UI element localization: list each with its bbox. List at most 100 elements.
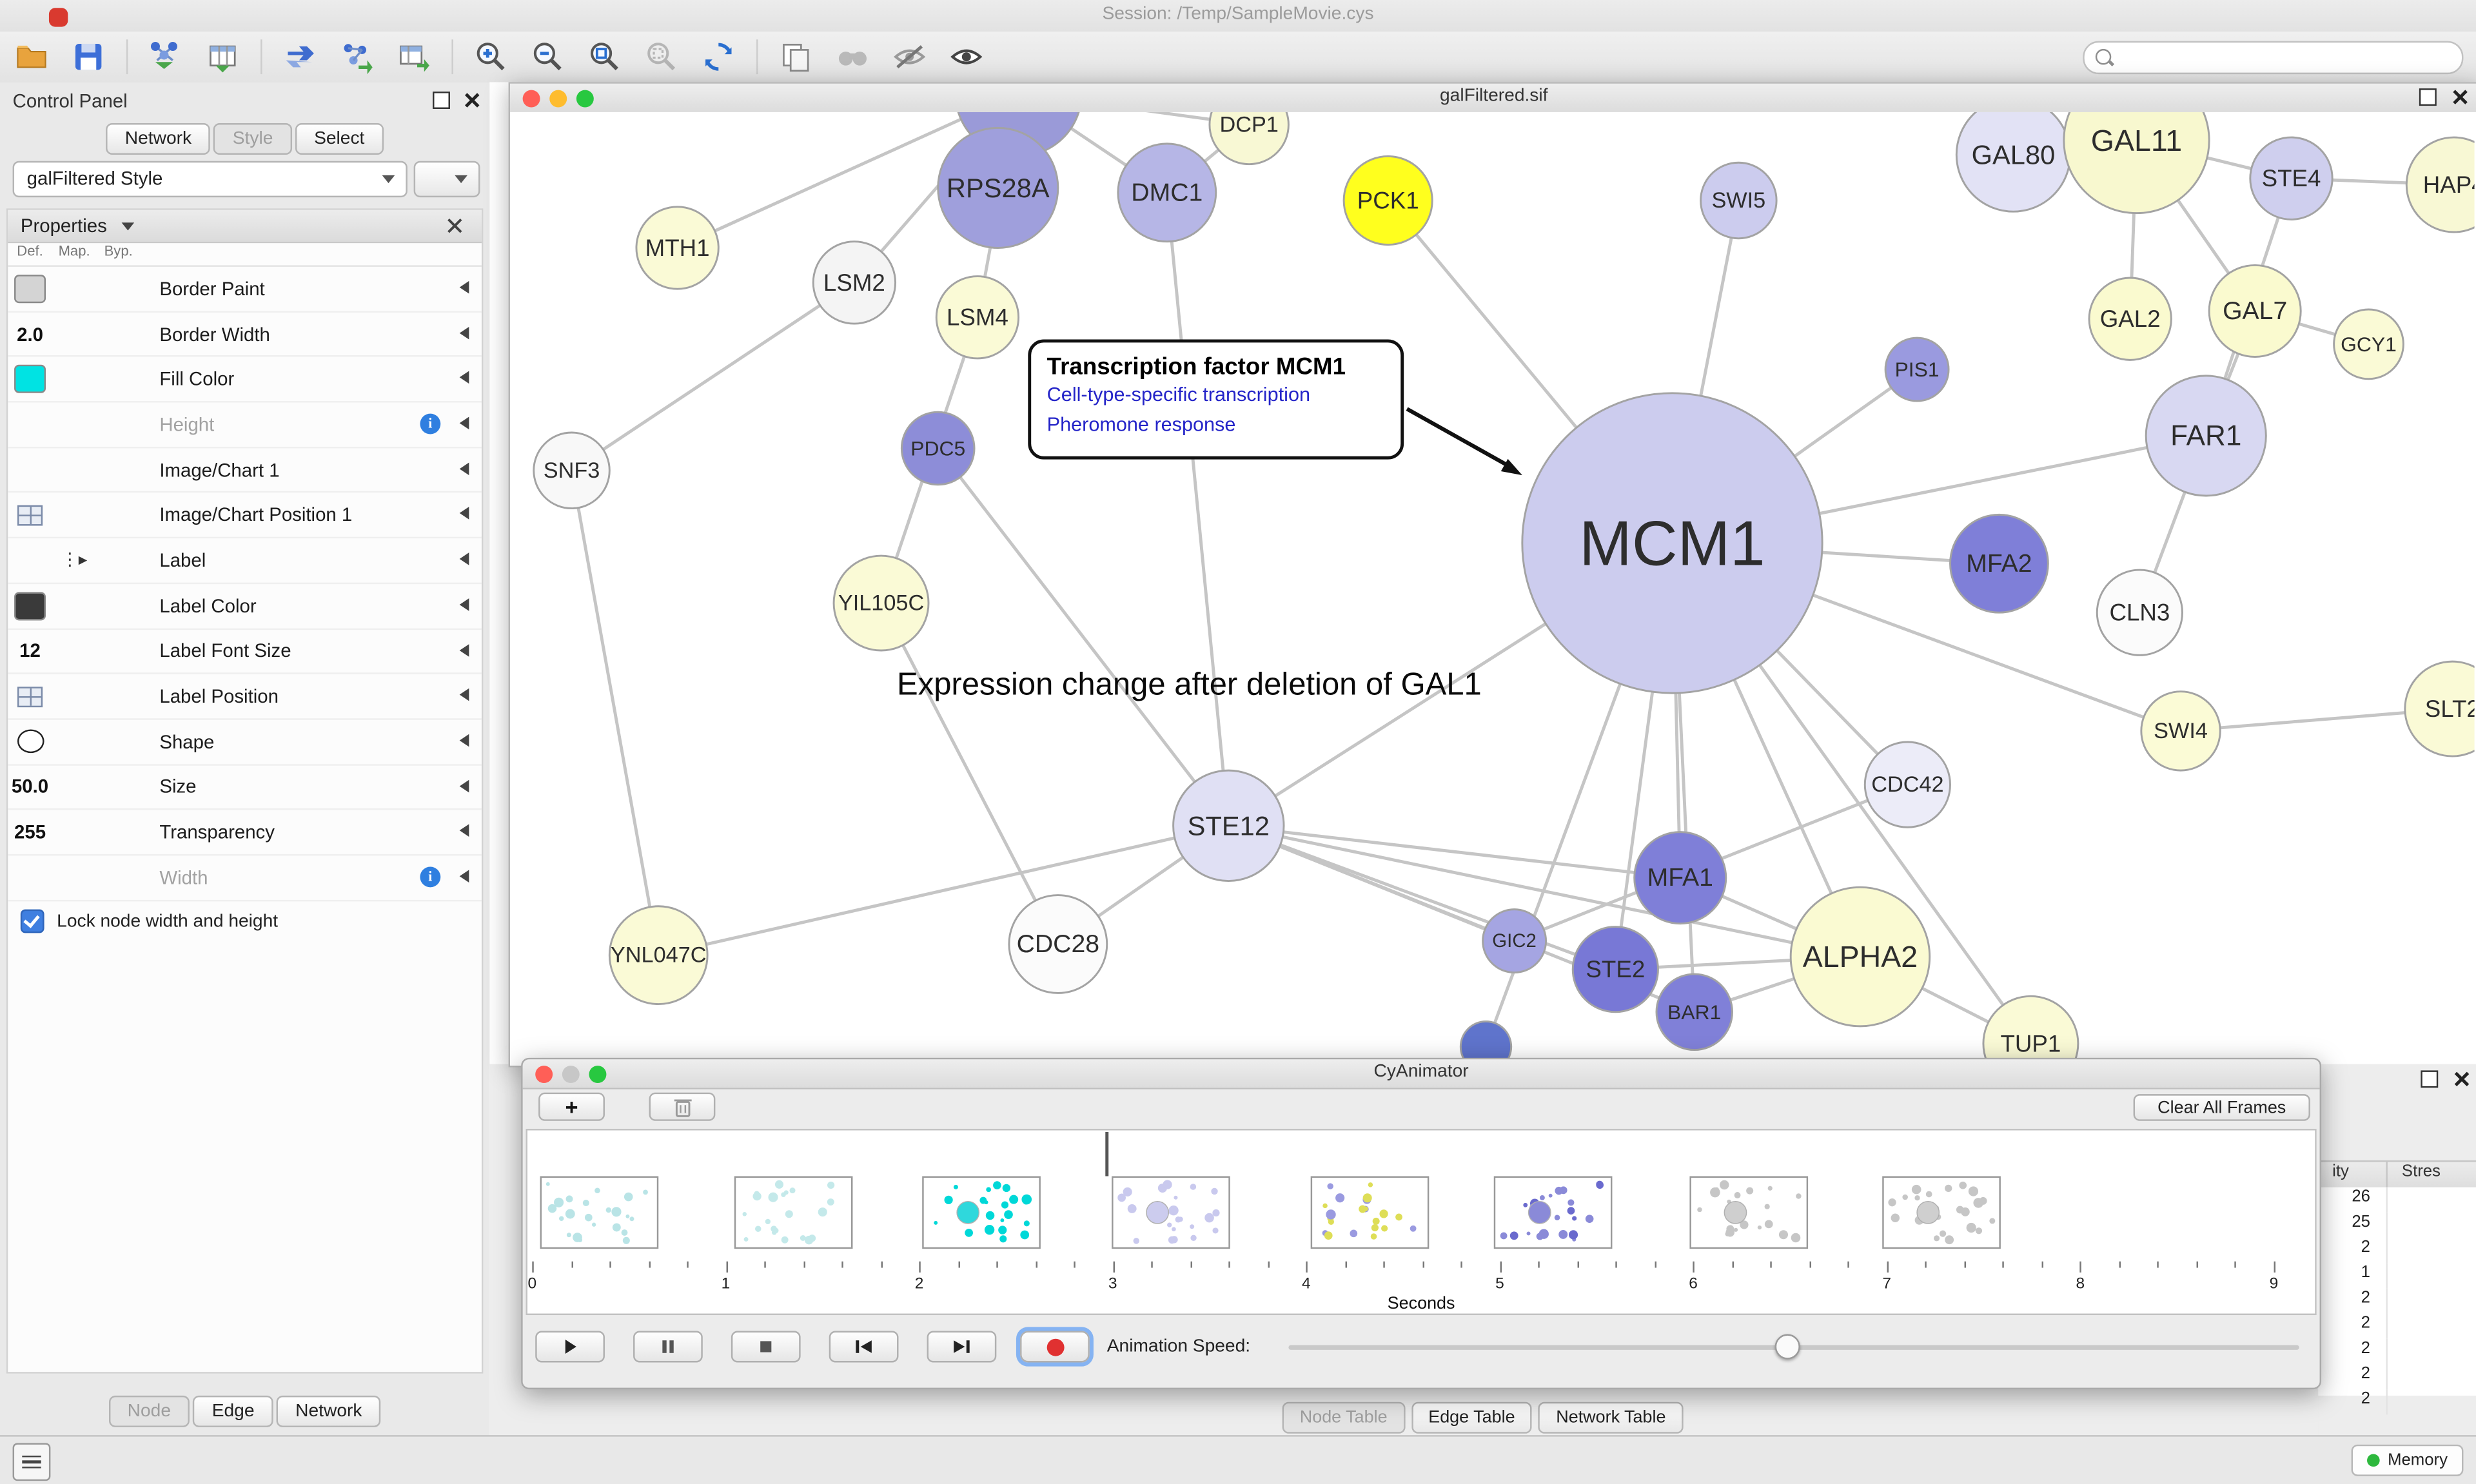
- speed-slider-thumb[interactable]: [1774, 1334, 1800, 1360]
- property-row[interactable]: Border Paint: [8, 267, 482, 313]
- network-node-MCM1[interactable]: [1521, 392, 1823, 694]
- network-node-STE4[interactable]: [2249, 136, 2334, 220]
- def-cell[interactable]: 12: [19, 639, 41, 662]
- expand-arrow-icon[interactable]: [459, 779, 469, 792]
- network-node-GAL11[interactable]: [2063, 112, 2210, 215]
- network-node-MTH1[interactable]: [635, 206, 720, 290]
- property-row[interactable]: Label Position: [8, 674, 482, 720]
- snapshot-icon[interactable]: [777, 38, 815, 76]
- expand-arrow-icon[interactable]: [459, 643, 469, 656]
- def-cell[interactable]: [8, 505, 52, 525]
- zoom-selected-icon[interactable]: [643, 38, 681, 76]
- record-button[interactable]: [1020, 1331, 1090, 1363]
- annotation-box[interactable]: Transcription factor MCM1 Cell-type-spec…: [1028, 339, 1404, 460]
- property-row[interactable]: Image/Chart 1: [8, 448, 482, 494]
- network-node-CDC28[interactable]: [1008, 894, 1108, 994]
- network-node-MFA2[interactable]: [1949, 513, 2049, 614]
- table-row[interactable]: 2: [2318, 1288, 2476, 1314]
- go-to-end-button[interactable]: [927, 1331, 997, 1363]
- network-node-DMC1[interactable]: [1117, 142, 1217, 243]
- tab-node[interactable]: Node: [108, 1395, 190, 1427]
- frame-thumbnail-7[interactable]: [1882, 1176, 2001, 1249]
- frame-thumbnail-3[interactable]: [1112, 1176, 1230, 1249]
- first-neighbors-icon[interactable]: [834, 38, 872, 76]
- show-all-icon[interactable]: [947, 38, 985, 76]
- import-network-icon[interactable]: [281, 38, 319, 76]
- refresh-layout-icon[interactable]: [700, 38, 738, 76]
- lock-size-checkbox[interactable]: [20, 909, 44, 933]
- expand-arrow-icon[interactable]: [459, 462, 469, 475]
- network-edge[interactable]: [936, 447, 1230, 827]
- network-node-TUP1[interactable]: [1982, 995, 2079, 1066]
- table-row[interactable]: 2: [2318, 1389, 2476, 1415]
- table-row[interactable]: 2: [2318, 1313, 2476, 1339]
- expand-arrow-icon[interactable]: [459, 552, 469, 566]
- network-node-HAP4[interactable]: [2405, 136, 2475, 233]
- play-button[interactable]: [535, 1331, 605, 1363]
- expand-arrow-icon[interactable]: [459, 507, 469, 520]
- property-row[interactable]: Image/Chart Position 1: [8, 493, 482, 539]
- network-node-YNL047C[interactable]: [608, 905, 709, 1006]
- zoom-fit-icon[interactable]: [586, 38, 624, 76]
- property-row[interactable]: Fill Color: [8, 357, 482, 403]
- table-row[interactable]: 26: [2318, 1187, 2476, 1213]
- network-node-PDC5[interactable]: [900, 411, 976, 486]
- def-cell[interactable]: 2.0: [17, 322, 43, 346]
- network-edge[interactable]: [1165, 192, 1230, 826]
- properties-header[interactable]: Properties: [8, 210, 482, 244]
- network-node-STE2[interactable]: [1571, 926, 1659, 1013]
- network-edge[interactable]: [1228, 824, 1616, 971]
- network-node-PCK1[interactable]: [1342, 155, 1433, 246]
- def-cell[interactable]: [8, 686, 52, 707]
- pause-button[interactable]: [633, 1331, 703, 1363]
- expand-arrow-icon[interactable]: [459, 371, 469, 385]
- style-selector[interactable]: galFiltered Style: [12, 161, 408, 198]
- float-window-icon[interactable]: [2419, 88, 2437, 106]
- tab-network[interactable]: Network: [276, 1395, 381, 1427]
- network-node-SWI5[interactable]: [1700, 161, 1778, 240]
- annotation-link[interactable]: Pheromone response: [1046, 413, 1236, 436]
- memory-button[interactable]: Memory: [2351, 1444, 2464, 1476]
- tab-node-table[interactable]: Node Table: [1282, 1401, 1405, 1434]
- toggle-panels-button[interactable]: [12, 1443, 51, 1481]
- export-table-icon[interactable]: [395, 38, 433, 76]
- table-row[interactable]: 2: [2318, 1238, 2476, 1264]
- def-cell[interactable]: [8, 591, 52, 620]
- network-node-STE12[interactable]: [1172, 769, 1285, 883]
- expand-arrow-icon[interactable]: [459, 416, 469, 430]
- close-network-icon[interactable]: [2451, 88, 2468, 106]
- search-input[interactable]: [2083, 40, 2464, 73]
- export-network-icon[interactable]: [338, 38, 376, 76]
- style-options-button[interactable]: [413, 161, 480, 198]
- network-window-title-bar[interactable]: galFiltered.sif: [510, 83, 2476, 114]
- network-node-SNF3[interactable]: [533, 431, 611, 510]
- session-title-bar[interactable]: Session: /Temp/SampleMovie.cys: [0, 0, 2476, 34]
- map-cell[interactable]: ⋮▸: [52, 550, 97, 571]
- frame-thumbnail-4[interactable]: [1310, 1176, 1430, 1249]
- clear-all-frames-button[interactable]: Clear All Frames: [2133, 1094, 2310, 1121]
- network-node-CDC42[interactable]: [1863, 741, 1951, 828]
- float-panel-icon[interactable]: [433, 92, 450, 109]
- minimize-window-icon[interactable]: [562, 1066, 580, 1084]
- def-cell[interactable]: 50.0: [11, 776, 49, 798]
- close-window-icon[interactable]: [522, 90, 540, 108]
- network-node-MFA1[interactable]: [1633, 831, 1727, 925]
- network-node-GAL2[interactable]: [2088, 277, 2172, 361]
- property-row[interactable]: Shape: [8, 719, 482, 765]
- tab-edge-table[interactable]: Edge Table: [1411, 1401, 1533, 1434]
- frame-thumbnail-5[interactable]: [1493, 1176, 1613, 1249]
- playhead[interactable]: [1105, 1131, 1108, 1176]
- network-node-RPS28A[interactable]: [937, 126, 1059, 249]
- frame-thumbnail-2[interactable]: [922, 1176, 1041, 1249]
- save-session-icon[interactable]: [70, 38, 108, 76]
- open-session-icon[interactable]: [13, 38, 51, 76]
- network-node-CLN3[interactable]: [2096, 569, 2183, 656]
- expand-arrow-icon[interactable]: [459, 870, 469, 883]
- network-edge[interactable]: [1228, 824, 1681, 880]
- collapse-expand-all-icon[interactable]: [444, 215, 466, 237]
- table-row[interactable]: 2: [2318, 1363, 2476, 1390]
- annotation-link[interactable]: Cell-type-specific transcription: [1046, 384, 1311, 406]
